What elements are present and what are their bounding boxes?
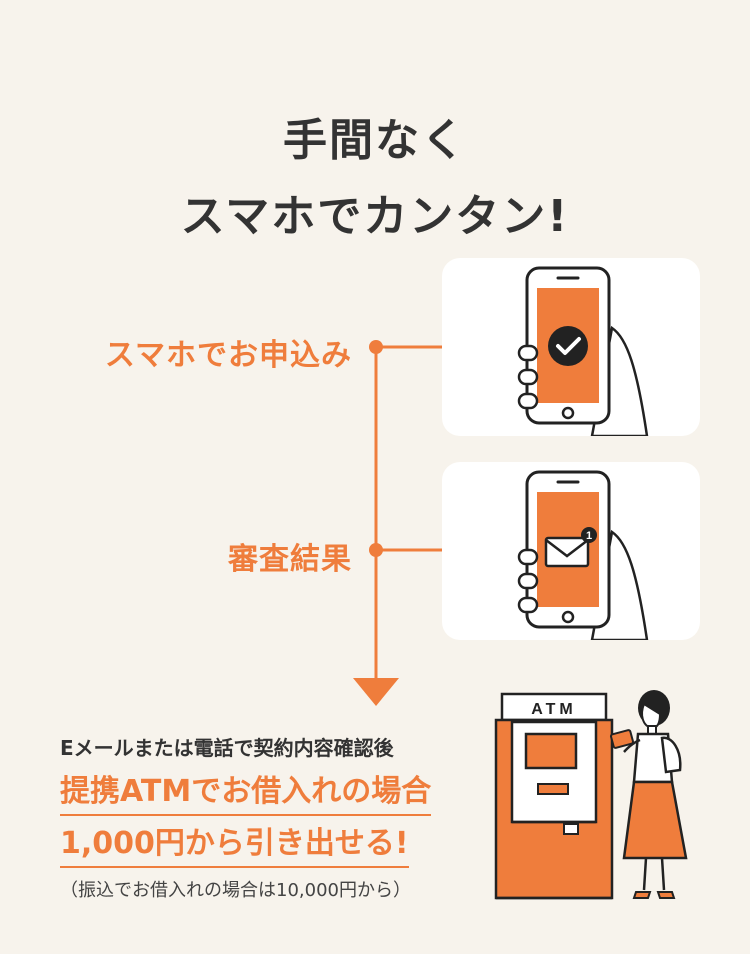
promo-note: （振込でお借入れの場合は10,000円から） xyxy=(60,880,411,901)
phone-mail-illustration: 1 xyxy=(517,470,649,640)
step-label-result: 審査結果 xyxy=(228,542,352,577)
step-card-apply xyxy=(442,258,700,436)
woman-illustration xyxy=(609,690,688,899)
atm-sign-text: ATM xyxy=(531,701,576,718)
checkmark-icon xyxy=(548,326,588,366)
page-title-line2: スマホでカンタン! xyxy=(180,191,570,242)
step-card-result: 1 xyxy=(442,462,700,640)
mail-badge-count: 1 xyxy=(586,530,592,542)
mail-notification-icon: 1 xyxy=(544,527,597,568)
promo-headline-2: 1,000円から引き出せる! xyxy=(60,818,409,868)
atm-illustration: ATM xyxy=(494,690,688,900)
phone-check-illustration xyxy=(517,266,649,436)
step-dot-apply xyxy=(369,340,383,354)
step-label-apply: スマホでお申込み xyxy=(104,338,352,373)
page-title-line1: 手間なく xyxy=(283,115,467,166)
step-dot-result xyxy=(369,543,383,557)
flow-arrow-icon xyxy=(353,678,399,706)
promo-headline-1: 提携ATMでお借入れの場合 xyxy=(60,766,432,816)
promo-lead: Eメールまたは電話で契約内容確認後 xyxy=(60,736,394,760)
